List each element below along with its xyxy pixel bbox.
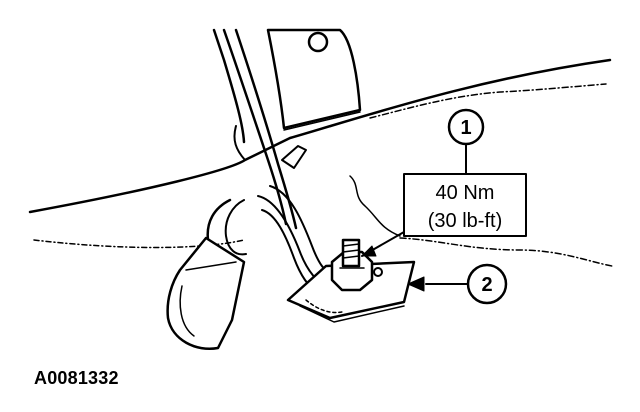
callout-1-number: 1	[460, 117, 471, 139]
callout-2-number: 2	[481, 274, 492, 296]
body-panel	[28, 28, 613, 267]
arrow-head-2	[407, 276, 425, 292]
seat-belt-webbing	[222, 28, 307, 230]
figure-id: A0081332	[34, 368, 119, 388]
torque-spec-imperial: (30 lb-ft)	[428, 210, 502, 232]
arrow-head-1	[361, 245, 377, 257]
callout-1	[447, 108, 485, 146]
anchor-bolt	[330, 238, 374, 292]
torque-spec-box	[403, 173, 527, 237]
torque-spec-metric: 40 Nm	[436, 182, 495, 204]
buckle-assembly	[166, 185, 337, 350]
callout-2	[466, 263, 508, 305]
